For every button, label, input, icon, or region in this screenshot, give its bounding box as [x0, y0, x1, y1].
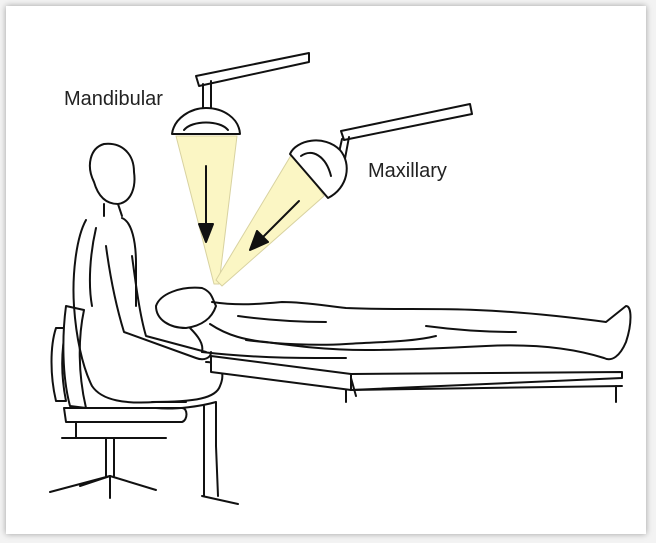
mandibular-label: Mandibular — [64, 88, 163, 111]
mandibular-lamp-icon — [172, 53, 309, 134]
illustration-frame: Mandibular Maxillary — [6, 6, 646, 534]
supine-patient-icon — [156, 288, 631, 360]
positioning-diagram — [6, 6, 646, 534]
table-icon — [211, 356, 622, 402]
maxillary-label: Maxillary — [368, 160, 447, 183]
maxillary-lamp-icon — [290, 104, 472, 198]
